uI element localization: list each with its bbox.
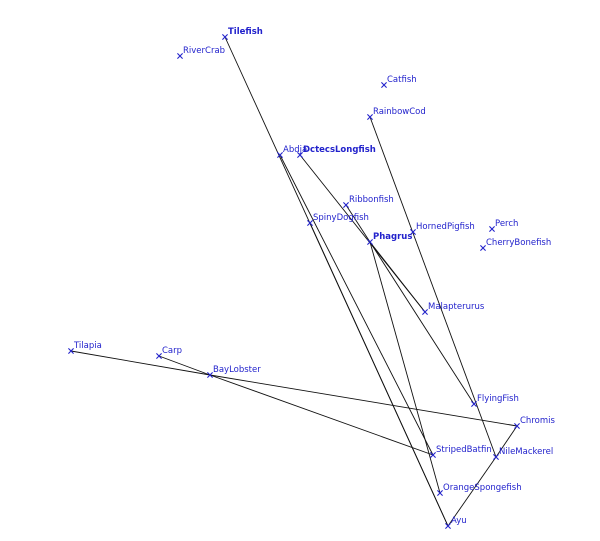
node-orangespongefish: OrangeSpongefish — [437, 483, 522, 496]
edge-chromis-nilemackerel — [495, 425, 518, 458]
node-marker-icon — [410, 229, 416, 235]
edge-tilapia-baylobster — [70, 350, 211, 376]
node-label: Phagrus — [373, 232, 412, 242]
node-label: Abdja — [283, 145, 307, 155]
edge-phagrus-malapterurus — [369, 241, 426, 313]
node-malapterurus: Malapterurus — [422, 302, 485, 315]
node-marker-icon — [277, 152, 283, 158]
node-marker-icon — [222, 34, 228, 40]
node-chromis: Chromis — [514, 416, 555, 429]
edge-phagrus-orangespongefish — [369, 241, 441, 494]
node-label: Malapterurus — [428, 302, 485, 312]
node-label: Ayu — [451, 516, 467, 526]
node-catfish: Catfish — [381, 75, 417, 88]
node-label: Catfish — [387, 75, 417, 85]
node-cherrybonefish: CherryBonefish — [480, 238, 551, 251]
edge-rainbowcod-nilemackerel — [369, 116, 497, 458]
edge-baylobster-stripedbatfin — [209, 374, 434, 456]
node-rainbowcod: RainbowCod — [367, 107, 426, 120]
node-marker-icon — [297, 152, 303, 158]
node-marker-icon — [68, 348, 74, 354]
node-marker-icon — [445, 523, 451, 529]
node-label: CherryBonefish — [486, 238, 551, 248]
node-tilefish: Tilefish — [222, 27, 263, 40]
node-label: SpinyDogfish — [313, 213, 369, 223]
node-label: Tilefish — [228, 27, 263, 37]
node-rivercrab: RiverCrab — [177, 46, 225, 59]
node-spinydogfish: SpinyDogfish — [307, 213, 369, 226]
edge-abdja-stripedbatfin — [279, 154, 434, 456]
nodes-layer: TilefishRiverCrabCatfishRainbowCodAbdjaD… — [68, 27, 555, 529]
edge-baylobster-chromis — [209, 374, 518, 427]
node-hornedpigfish: HornedPigfish — [410, 222, 475, 235]
node-label: Ribbonfish — [349, 195, 394, 205]
node-label: RiverCrab — [183, 46, 225, 56]
node-marker-icon — [514, 423, 520, 429]
node-label: BayLobster — [213, 365, 261, 375]
node-ayu: Ayu — [445, 516, 467, 529]
node-label: DctecsLongfish — [303, 145, 376, 155]
edge-spinydogfish-ayu — [309, 222, 449, 527]
node-dctecslongfish: DctecsLongfish — [297, 145, 376, 158]
edges-layer — [70, 36, 518, 527]
node-label: FlyingFish — [477, 394, 519, 404]
edge-phagrus-flyingfish — [369, 241, 475, 405]
node-marker-icon — [480, 245, 486, 251]
node-label: NileMackerel — [499, 447, 553, 457]
edge-ribbonfish-phagrus — [345, 204, 371, 243]
node-marker-icon — [367, 114, 373, 120]
node-label: Perch — [495, 219, 518, 229]
node-stripedbatfin: StripedBatfin — [430, 445, 492, 458]
node-baylobster: BayLobster — [207, 365, 261, 378]
node-flyingfish: FlyingFish — [471, 394, 519, 407]
node-marker-icon — [156, 353, 162, 359]
node-marker-icon — [307, 220, 313, 226]
node-marker-icon — [489, 226, 495, 232]
node-perch: Perch — [489, 219, 518, 232]
node-nilemackerel: NileMackerel — [493, 447, 553, 460]
node-marker-icon — [422, 309, 428, 315]
node-marker-icon — [430, 452, 436, 458]
edge-carp-baylobster — [158, 355, 211, 376]
node-label: RainbowCod — [373, 107, 426, 117]
node-marker-icon — [367, 239, 373, 245]
node-tilapia: Tilapia — [68, 341, 102, 354]
node-label: StripedBatfin — [436, 445, 492, 455]
node-marker-icon — [437, 490, 443, 496]
node-marker-icon — [343, 202, 349, 208]
node-carp: Carp — [156, 346, 182, 359]
node-marker-icon — [207, 372, 213, 378]
node-marker-icon — [471, 401, 477, 407]
node-marker-icon — [493, 454, 499, 460]
node-label: Chromis — [520, 416, 555, 426]
node-label: OrangeSpongefish — [443, 483, 522, 493]
node-label: Tilapia — [73, 341, 102, 351]
node-label: HornedPigfish — [416, 222, 475, 232]
node-label: Carp — [162, 346, 182, 356]
node-abdja: Abdja — [277, 145, 307, 158]
node-marker-icon — [177, 53, 183, 59]
node-marker-icon — [381, 82, 387, 88]
edge-nilemackerel-ayu — [447, 456, 497, 527]
node-ribbonfish: Ribbonfish — [343, 195, 394, 208]
node-phagrus: Phagrus — [367, 232, 412, 245]
